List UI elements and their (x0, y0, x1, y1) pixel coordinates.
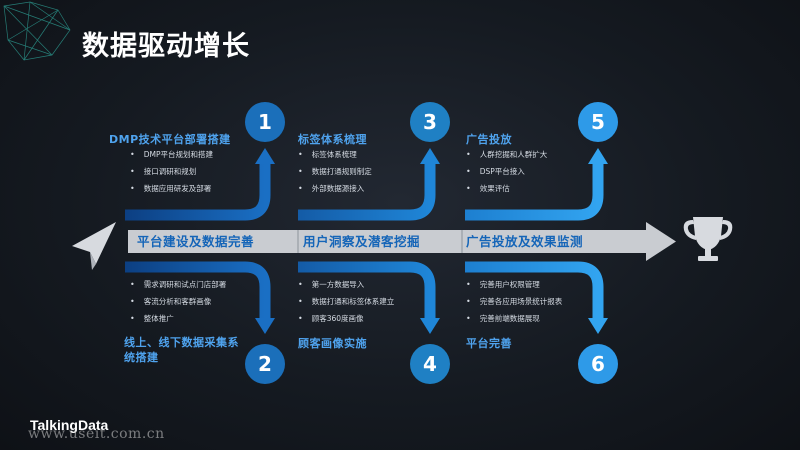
step-1-heading: DMP技术平台部署搭建 (109, 133, 231, 146)
watermark-text: www.useit.com.cn (28, 426, 165, 442)
arrow-down-4 (298, 261, 436, 320)
arrow-up-3-head (420, 148, 440, 164)
list-item: 完善前端数据展现 (466, 310, 562, 327)
trophy-icon (683, 217, 733, 261)
step-1-badge: 1 (245, 102, 285, 142)
list-item: 效果评估 (466, 180, 547, 197)
step-6-badge: 6 (578, 344, 618, 384)
step-6-heading: 平台完善 (466, 337, 512, 350)
list-item: 需求调研和试点门店部署 (130, 276, 227, 293)
arrow-up-5 (465, 162, 604, 221)
arrow-down-2-head (255, 318, 275, 334)
arrow-down-6 (465, 261, 604, 320)
list-item: 接口调研和规划 (130, 163, 213, 180)
band-label-platform: 平台建设及数据完善 (137, 234, 255, 249)
timeline-band-head (646, 222, 676, 261)
step-3-list: 标签体系梳理 数据打通规则制定 外部数据源接入 (298, 146, 372, 197)
list-item: 人群挖掘和人群扩大 (466, 146, 548, 163)
arrow-up-3 (298, 162, 436, 221)
list-item: 外部数据源接入 (298, 180, 372, 197)
list-item: 整体推广 (130, 310, 226, 327)
step-1-list: DMP平台规划和搭建 接口调研和规划 数据应用研发及部署 (130, 146, 213, 197)
list-item: 数据打通和标签体系建立 (298, 293, 395, 310)
band-label-ads: 广告投放及效果监测 (466, 234, 584, 249)
arrow-up-1-head (255, 148, 275, 164)
list-item: 客流分析和客群画像 (130, 293, 226, 310)
list-item: 完善各应用场景统计报表 (466, 293, 563, 310)
step-4-heading: 顾客画像实施 (298, 337, 367, 350)
page-title: 数据驱动增长 (82, 31, 250, 62)
step-5-heading: 广告投放 (466, 133, 512, 146)
list-item: 数据应用研发及部署 (130, 180, 213, 197)
step-4-list: 第一方数据导入 数据打通和标签体系建立 顾客360度画像 (298, 276, 395, 327)
arrow-down-6-head (588, 318, 608, 334)
step-5-badge: 5 (578, 102, 618, 142)
corner-polygon-decoration (3, 1, 71, 61)
step-6-list: 完善用户权限管理 完善各应用场景统计报表 完善前端数据展现 (466, 276, 563, 327)
paper-plane-icon (72, 222, 116, 270)
arrow-down-4-head (420, 318, 440, 334)
timeline-band (128, 230, 648, 253)
list-item: 完善用户权限管理 (466, 276, 562, 293)
arrow-up-5-head (588, 148, 608, 164)
brand-logo-text: TalkingData (30, 417, 109, 433)
step-5-list: 人群挖掘和人群扩大 DSP平台接入 效果评估 (466, 146, 548, 197)
step-2-list: 需求调研和试点门店部署 客流分析和客群画像 整体推广 (130, 276, 227, 327)
band-label-insight: 用户洞察及潜客挖掘 (303, 234, 421, 249)
arrow-down-2 (125, 261, 271, 320)
list-item: 第一方数据导入 (298, 276, 394, 293)
list-item: 数据打通规则制定 (298, 163, 372, 180)
step-2-heading: 线上、线下数据采集系统搭建 (124, 336, 239, 364)
list-item: 顾客360度画像 (298, 310, 394, 327)
step-4-badge: 4 (410, 344, 450, 384)
list-item: 标签体系梳理 (298, 146, 372, 163)
step-2-badge: 2 (245, 344, 285, 384)
list-item: DSP平台接入 (466, 163, 547, 180)
step-3-heading: 标签体系梳理 (298, 133, 367, 146)
arrow-up-1 (125, 162, 271, 221)
step-3-badge: 3 (410, 102, 450, 142)
list-item: DMP平台规划和搭建 (130, 146, 213, 163)
